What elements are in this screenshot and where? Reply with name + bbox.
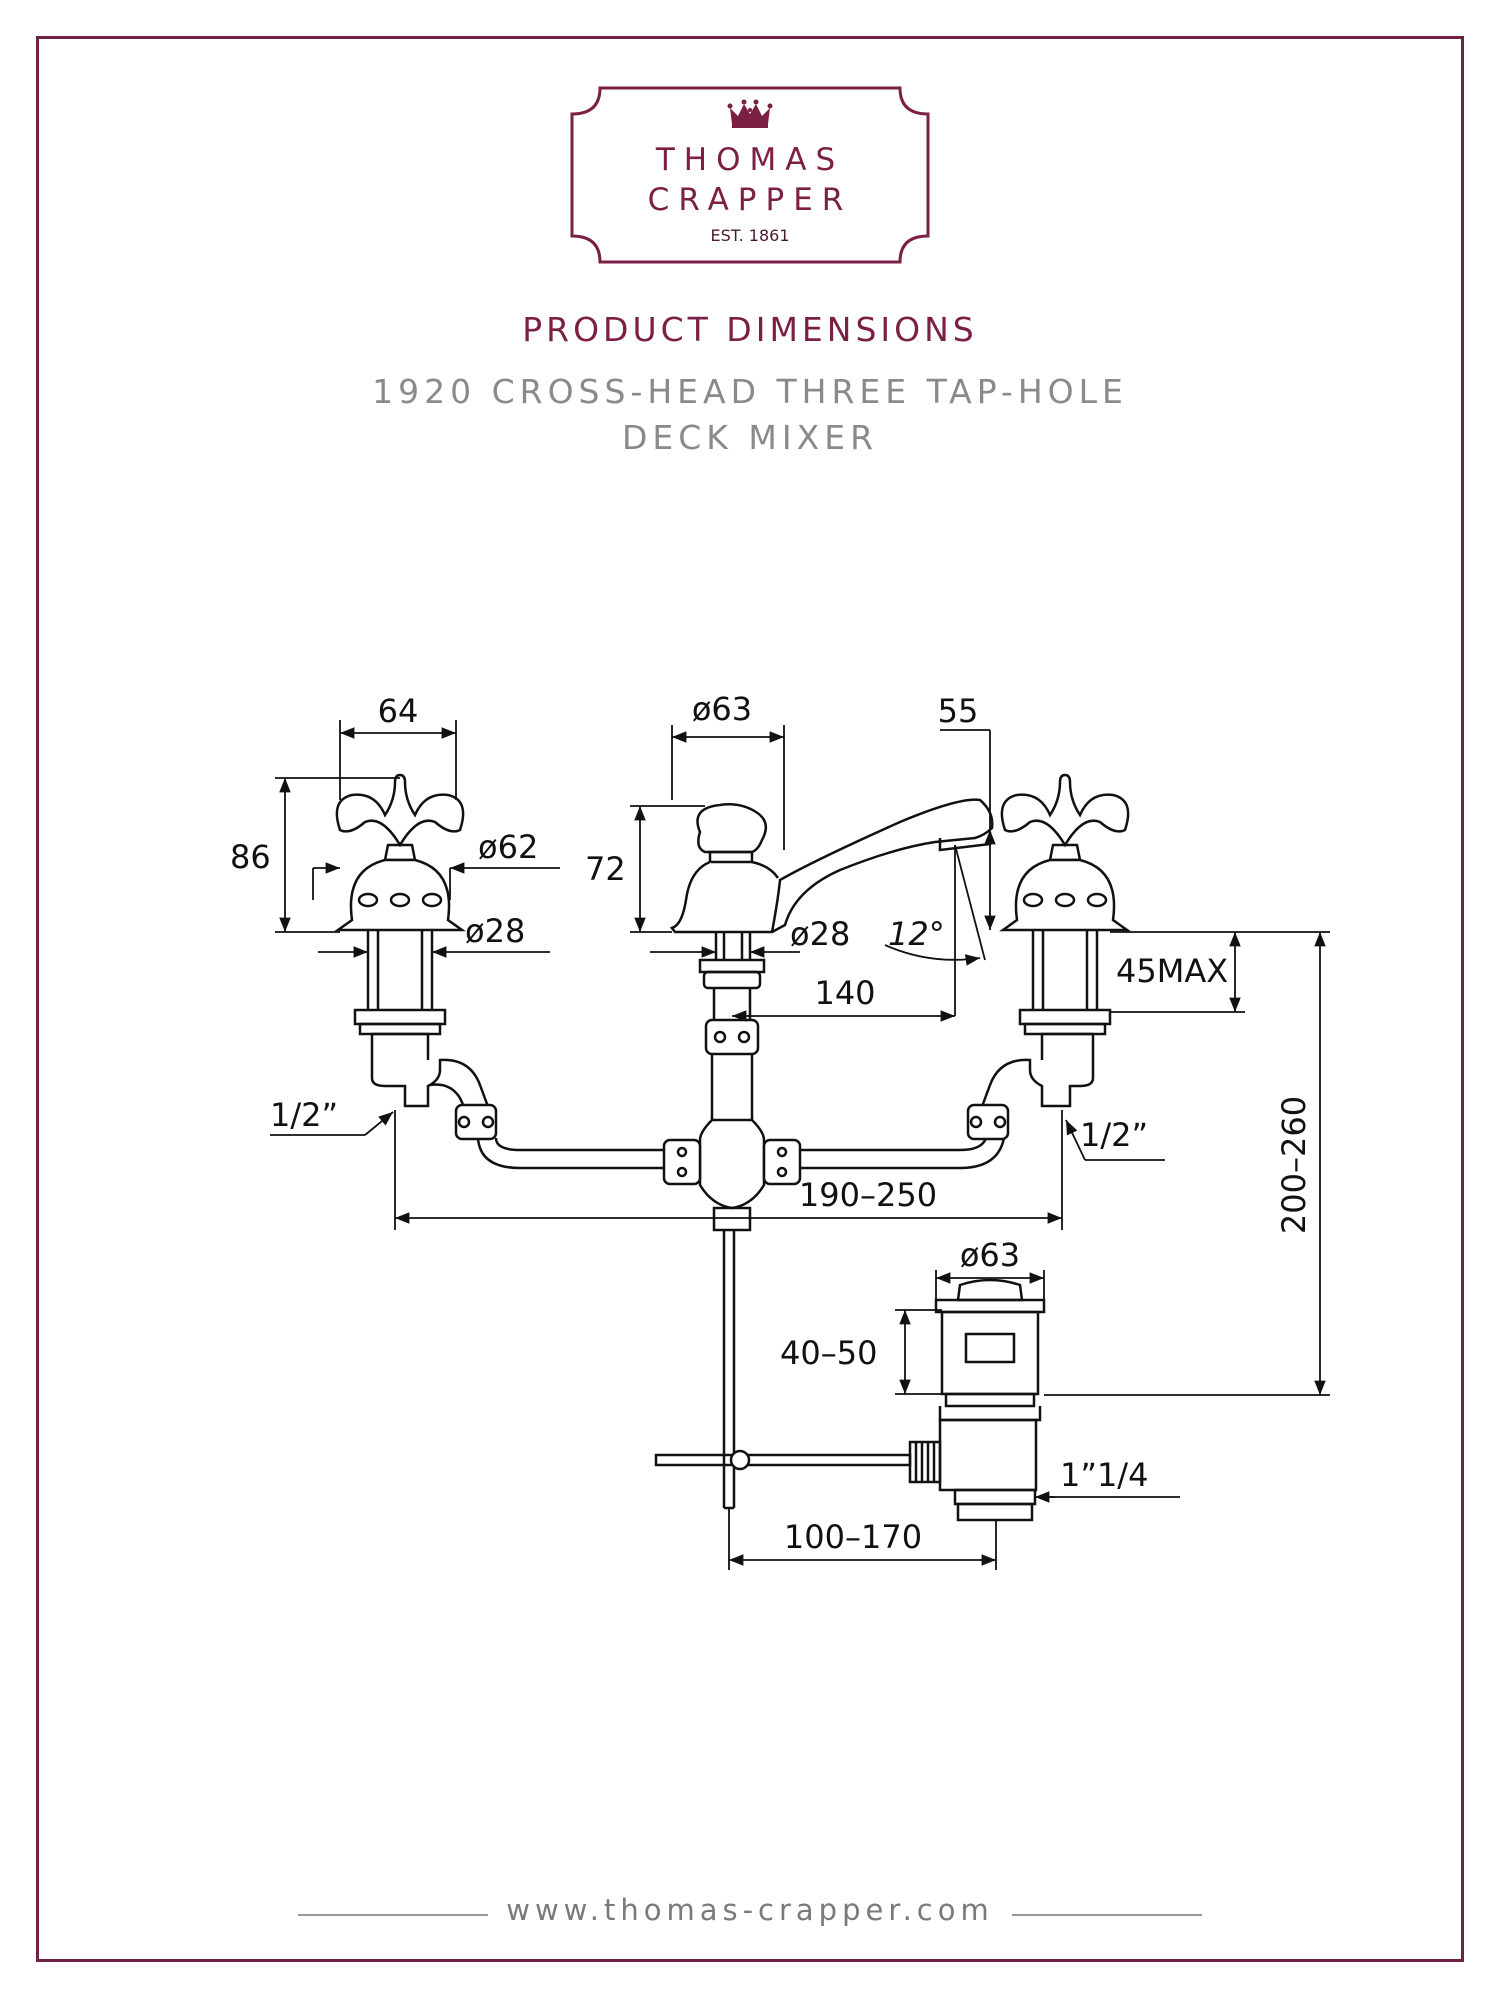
website-link[interactable]: www.thomas-crapper.com <box>496 1893 1004 1927</box>
page-border <box>36 36 1464 1962</box>
dimension-labels: 64 86 ø62 ø28 ø63 55 72 ø28 12° 140 45MA… <box>230 690 1313 1556</box>
label-tap-centres: 190–250 <box>799 1176 937 1214</box>
footer-rule-left <box>298 1914 488 1916</box>
label-right-connection: 1/2” <box>1080 1116 1148 1154</box>
left-valve <box>334 773 498 1141</box>
label-waste-height: 40–50 <box>780 1334 877 1372</box>
brand-logo: THOMAS CRAPPER EST. 1861 <box>570 86 930 264</box>
brand-name-line2: CRAPPER <box>647 182 853 218</box>
label-waste-diameter: ø63 <box>960 1236 1020 1274</box>
dimension-lines <box>270 720 1330 1570</box>
product-title-line2: DECK MIXER <box>621 418 879 457</box>
connecting-pipes <box>476 1137 1006 1170</box>
label-rod-length: 100–170 <box>784 1518 922 1556</box>
label-waste-thread: 1”1/4 <box>1060 1456 1148 1494</box>
footer-rule-right <box>1012 1914 1202 1916</box>
brand-established: EST. 1861 <box>710 226 790 245</box>
spout-body <box>662 798 994 1232</box>
pop-up-rod <box>654 1230 912 1510</box>
label-spout-body-diameter: ø63 <box>692 690 752 728</box>
pop-up-waste <box>908 1278 1046 1522</box>
label-handle-width: 64 <box>378 692 419 730</box>
label-spout-projection: 55 <box>938 692 979 730</box>
logo-badge <box>570 86 930 264</box>
label-total-depth: 200–260 <box>1275 1096 1313 1234</box>
label-spout-reach: 140 <box>814 974 875 1012</box>
section-title: PRODUCT DIMENSIONS <box>522 310 978 349</box>
label-spout-body-height: 72 <box>585 850 626 888</box>
label-max-deck-thickness: 45MAX <box>1116 952 1228 990</box>
crown-icon <box>727 99 773 128</box>
label-spout-angle: 12° <box>888 915 945 953</box>
label-spout-stem-diameter: ø28 <box>790 915 850 953</box>
label-left-stem-diameter: ø28 <box>465 912 525 950</box>
footer: www.thomas-crapper.com <box>0 1893 1500 1927</box>
label-handle-height: 86 <box>230 838 271 876</box>
product-title-line1: 1920 CROSS-HEAD THREE TAP-HOLE <box>372 372 1128 411</box>
label-handle-diameter: ø62 <box>478 828 538 866</box>
right-valve <box>966 773 1131 1141</box>
brand-name-line1: THOMAS <box>655 142 845 178</box>
label-left-connection: 1/2” <box>270 1096 338 1134</box>
